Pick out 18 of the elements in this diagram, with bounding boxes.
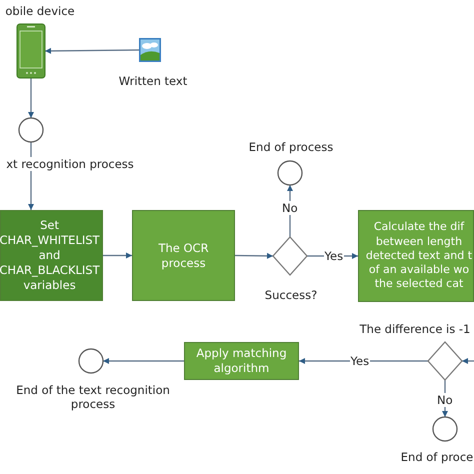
node-label: End of proce [400,450,474,464]
process-box: Calculate the dif between length detected text and t of an available wo the selected cat [358,210,474,302]
arrow [103,358,184,364]
arrow [442,380,448,417]
edge-label: Yes [350,354,370,368]
arrow [28,78,34,118]
edge-label: No [436,393,454,407]
arrow [45,48,139,54]
arrow [287,185,293,237]
process-box: Set CHAR_WHITELIST and CHAR_BLACKLIST variables [0,210,103,301]
edge-label: Yes [324,249,344,263]
arrow [103,252,132,258]
arrow [299,358,428,364]
process-box: Apply matching algorithm [184,342,299,380]
arrow [462,358,474,364]
arrow [235,252,273,259]
edge-label: No [281,201,299,215]
process-box: The OCR process [132,210,235,301]
